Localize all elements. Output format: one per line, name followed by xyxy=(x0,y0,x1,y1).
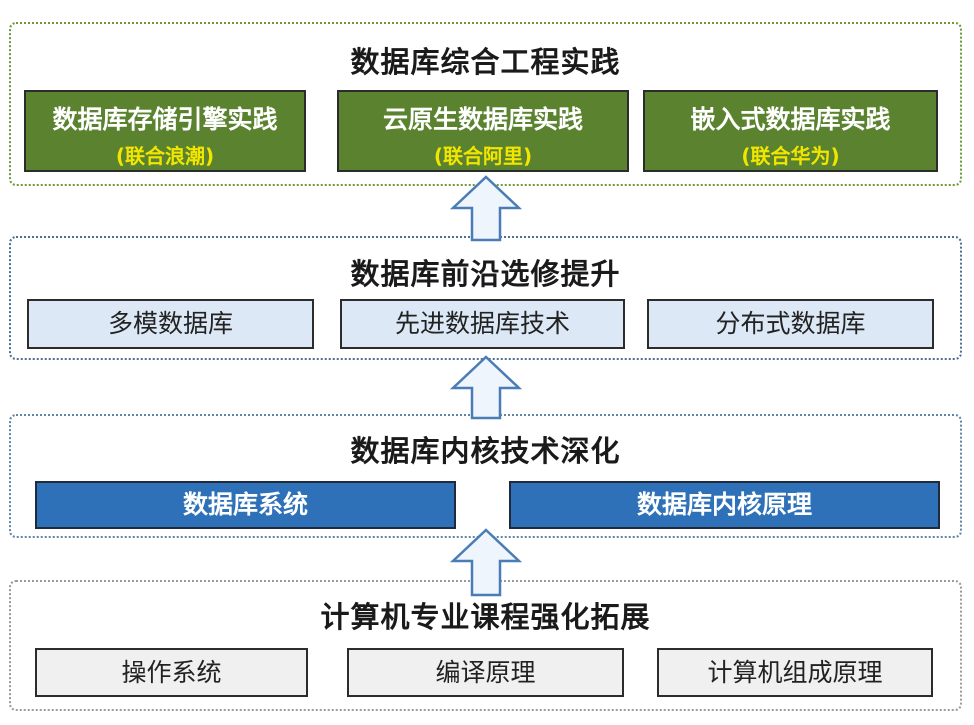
practice-box-partner: (联合阿里) xyxy=(433,144,533,168)
cs-box-os: 操作系统 xyxy=(35,648,308,697)
practice-box-cloud-native: 云原生数据库实践 (联合阿里) xyxy=(337,90,629,172)
frontier-box-multimodel: 多模数据库 xyxy=(27,299,314,349)
layer-cs-title: 计算机专业课程强化拓展 xyxy=(320,600,651,634)
up-arrow-icon xyxy=(450,528,522,597)
layer-frontier: 数据库前沿选修提升 多模数据库 先进数据库技术 分布式数据库 xyxy=(9,236,962,360)
up-arrow-icon xyxy=(450,355,522,420)
practice-box-partner: (联合浪潮) xyxy=(115,144,215,168)
layer-kernel-title: 数据库内核技术深化 xyxy=(350,434,621,468)
kernel-box-kernel-principle: 数据库内核原理 xyxy=(509,481,940,529)
layer-kernel: 数据库内核技术深化 数据库系统 数据库内核原理 xyxy=(9,414,962,538)
frontier-box-advanced: 先进数据库技术 xyxy=(340,299,625,349)
layer-cs: 计算机专业课程强化拓展 操作系统 编译原理 计算机组成原理 xyxy=(9,580,962,711)
layer-practice: 数据库综合工程实践 数据库存储引擎实践 (联合浪潮) 云原生数据库实践 (联合阿… xyxy=(9,22,962,186)
layer-practice-title: 数据库综合工程实践 xyxy=(350,45,621,79)
kernel-box-db-system: 数据库系统 xyxy=(35,481,456,529)
practice-box-label: 嵌入式数据库实践 xyxy=(690,105,891,134)
cs-box-compiler: 编译原理 xyxy=(347,648,624,697)
practice-box-embedded: 嵌入式数据库实践 (联合华为) xyxy=(643,90,938,172)
frontier-box-distributed: 分布式数据库 xyxy=(647,299,934,349)
cs-box-organization: 计算机组成原理 xyxy=(657,648,933,697)
up-arrow-icon xyxy=(450,175,522,242)
practice-box-label: 云原生数据库实践 xyxy=(382,105,583,134)
practice-box-label: 数据库存储引擎实践 xyxy=(52,105,278,134)
practice-box-partner: (联合华为) xyxy=(741,144,840,168)
practice-box-storage-engine: 数据库存储引擎实践 (联合浪潮) xyxy=(24,90,306,172)
layer-frontier-title: 数据库前沿选修提升 xyxy=(350,257,621,291)
